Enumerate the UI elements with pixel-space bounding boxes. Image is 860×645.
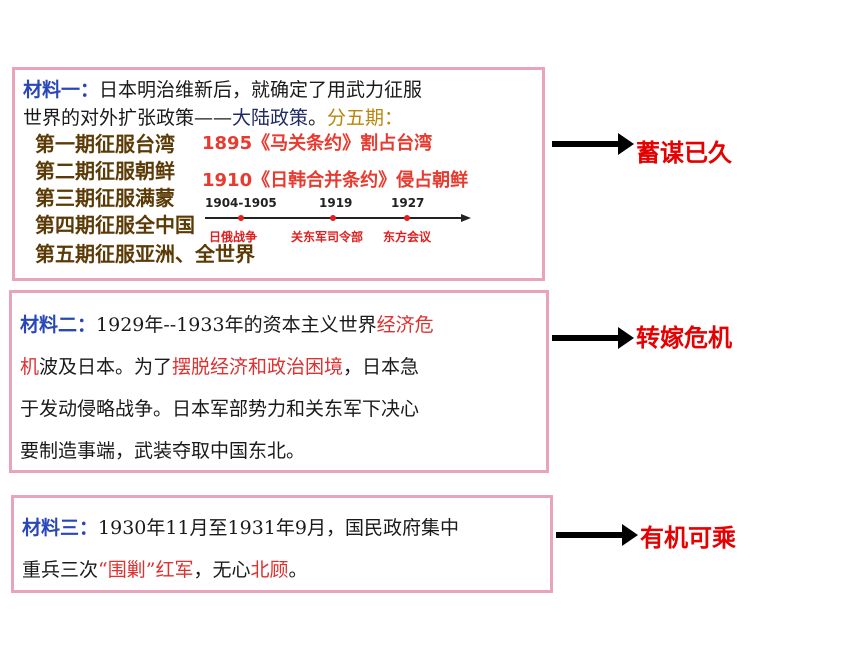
timeline-year-2: 1919 — [319, 196, 353, 210]
material-three-line-1: 材料三：1930年11月至1931年9月，国民政府集中 — [22, 516, 459, 540]
phase-4: 第四期征服全中国 — [35, 213, 195, 237]
m2-text-2b: 波及日本。为了 — [39, 356, 173, 378]
m3-text-1: 1930年11月至1931年9月，国民政府集中 — [98, 517, 459, 539]
continental-policy: 大陆政策 — [232, 107, 309, 129]
material-three-label: 材料三： — [22, 517, 99, 539]
five-phases-label: 分五期： — [327, 107, 404, 129]
phase-2: 第二期征服朝鲜 — [35, 159, 175, 183]
material-three-box: 材料三：1930年11月至1931年9月，国民政府集中 重兵三次“围剿”红军，无… — [11, 495, 553, 593]
m2-escape-dilemma: 摆脱经济和政治困境 — [172, 356, 344, 378]
material-three-line-2: 重兵三次“围剿”红军，无心北顾。 — [22, 558, 308, 582]
m2-text-1a: 1929年--1933年的资本主义世界 — [96, 314, 377, 336]
phase-5: 第五期征服亚洲、全世界 — [35, 242, 255, 266]
timeline: 1904-1905 1919 1927 日俄战争 关东军司令部 东方会议 — [203, 194, 473, 244]
material-two-line-4: 要制造事端，武装夺取中国东北。 — [20, 440, 306, 462]
material-two-label: 材料二： — [20, 314, 97, 336]
treaty-1910: 1910《日韩合并条约》侵占朝鲜 — [202, 169, 473, 193]
arrow-right-icon — [552, 133, 634, 155]
conclusion-opportunity: 有机可乘 — [640, 524, 736, 552]
timeline-event-3: 东方会议 — [383, 230, 432, 244]
material-two-line-1: 材料二：1929年--1933年的资本主义世界经济危 — [20, 313, 434, 337]
material-two-box: 材料二：1929年--1933年的资本主义世界经济危 机波及日本。为了摆脱经济和… — [9, 290, 549, 473]
m3-text-2a: 重兵三次 — [22, 559, 99, 581]
material-one-box: 材料一：日本明治维新后，就确定了用武力征服 世界的对外扩张政策——大陆政策。分五… — [12, 67, 545, 281]
timeline-year-3: 1927 — [391, 196, 425, 210]
arrow-right-icon — [552, 327, 634, 349]
m2-economic-crisis-1: 经济危 — [376, 314, 434, 336]
material-one-line-2: 世界的对外扩张政策——大陆政策。分五期： — [23, 106, 403, 130]
treaty-1895: 1895《马关条约》割占台湾 — [202, 132, 437, 156]
material-two-line-3: 于发动侵略战争。日本军部势力和关东军下决心 — [20, 398, 420, 420]
timeline-event-1: 日俄战争 — [209, 230, 258, 244]
conclusion-premeditated: 蓄谋已久 — [636, 139, 732, 167]
material-one-line-1: 材料一：日本明治维新后，就确定了用武力征服 — [23, 78, 422, 102]
m3-encirclement: “围剿”红军 — [98, 559, 194, 581]
timeline-event-2: 关东军司令部 — [291, 230, 364, 244]
material-one-text-2: 世界的对外扩张政策—— — [23, 107, 233, 129]
m3-north-concern: 北顾 — [250, 559, 289, 581]
m3-text-2c: ，无心 — [193, 559, 251, 581]
timeline-axis — [205, 214, 471, 222]
phase-1: 第一期征服台湾 — [35, 132, 175, 156]
m2-economic-crisis-2: 机 — [20, 356, 40, 378]
material-one-text-1: 日本明治维新后，就确定了用武力征服 — [99, 79, 423, 101]
conclusion-shift-crisis: 转嫁危机 — [636, 324, 732, 352]
timeline-year-1: 1904-1905 — [205, 196, 277, 210]
material-one-label: 材料一： — [23, 79, 100, 101]
period: 。 — [308, 107, 328, 129]
arrow-right-icon — [556, 524, 638, 546]
m2-text-2d: ，日本急 — [343, 356, 420, 378]
material-two-line-2: 机波及日本。为了摆脱经济和政治困境，日本急 — [20, 355, 419, 379]
phase-3: 第三期征服满蒙 — [35, 186, 175, 210]
m3-text-2e: 。 — [288, 559, 308, 581]
